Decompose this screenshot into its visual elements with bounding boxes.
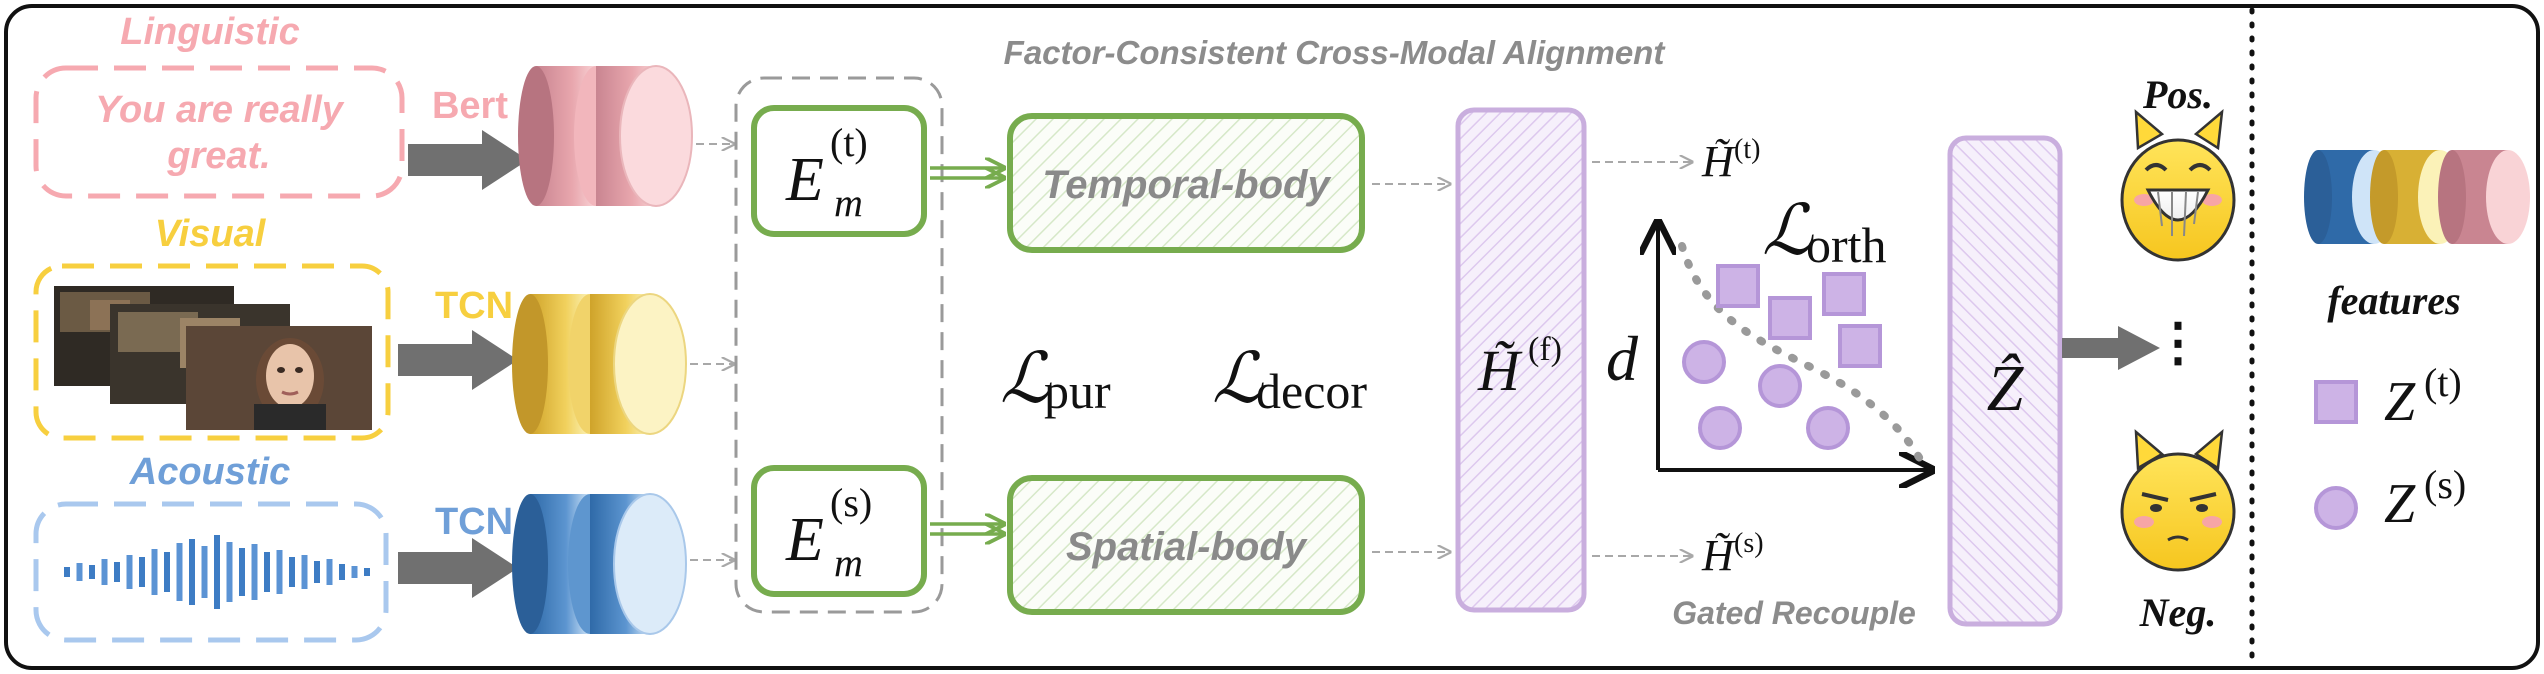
decor-loss-symbol: ℒ [1212,341,1264,418]
purity-loss-symbol: ℒ [1000,341,1052,418]
acoustic-arrow [398,538,518,598]
plot-axis-label: d [1606,323,1639,394]
h-f-sup: (f) [1528,331,1562,368]
legend-feature-discs [2304,150,2530,244]
legend-temporal-feature: Z (t) [2314,360,2462,433]
temporal-encoder-box [751,105,927,237]
orth-loss-sub: orth [1806,217,1887,273]
visual-branch: Visual TCN [33,213,734,441]
alignment-title: Factor-Consistent Cross-Modal Alignment [1004,34,1667,71]
temporal-encoder: E m (t) [751,105,927,237]
linguistic-text-line2: great. [166,135,270,177]
visual-title: Visual [155,213,267,255]
temporal-double-arrow [930,168,1004,178]
recoupled-representation: Ẑ [1947,135,2063,627]
decor-loss-sub: decor [1256,363,1367,419]
spatial-body: Spatial-body [1007,475,1365,615]
legend-z-s-sup: (s) [2424,462,2466,507]
temporal-encoder-sub: m [834,180,863,225]
video-frames-image [54,286,372,430]
legend-z-t-symbol: Z [2384,371,2416,433]
negative-emoji-icon [2120,429,2236,572]
linguistic-arrow [408,130,528,190]
linguistic-title: Linguistic [120,11,299,53]
tcn-acoustic-label: TCN [435,501,513,543]
output-arrow [2062,326,2160,370]
h-f-symbol: H̃ [1477,338,1523,403]
bert-encoder-disc [518,65,693,207]
spatial-body-label: Spatial-body [1066,525,1308,569]
spatial-double-arrow [930,524,1004,534]
temporal-encoder-symbol: E [785,146,824,214]
purity-loss: ℒ pur [1000,341,1111,419]
plot-temporal-squares [1716,264,1882,368]
pos-label: Pos. [2142,72,2213,117]
recoupled-representation-bar [1947,135,2063,627]
legend-spatial-feature: Z (s) [2314,462,2466,535]
fused-representation: H̃ (f) [1455,107,1587,613]
legend-square-marker [2314,380,2358,424]
tcn-acoustic-encoder-disc [512,493,687,635]
plot-spatial-circles [1682,340,1850,450]
spatial-encoder: E m (s) [751,465,927,597]
neg-label: Neg. [2139,590,2217,635]
temporal-body: Temporal-body [1007,113,1365,253]
legend-z-t-sup: (t) [2424,360,2462,405]
linguistic-input-box [33,65,405,199]
tcn-visual-encoder-disc [512,293,687,435]
z-hat-symbol: Ẑ [1987,352,2025,425]
decorrelation-loss: ℒ decor [1212,341,1367,419]
h-spatial: H̃ (s) [1701,528,1764,580]
legend-z-s-symbol: Z [2384,473,2416,535]
linguistic-text-line1: You are really [95,89,345,131]
spatial-encoder-sub: m [834,540,863,585]
spatial-encoder-sup: (s) [830,480,872,525]
acoustic-title: Acoustic [129,451,290,493]
purity-loss-sub: pur [1044,363,1111,419]
visual-arrow [398,330,518,390]
h-t-symbol: H̃ [1701,137,1736,186]
waveform-icon [64,535,370,609]
linguistic-branch: Linguistic You are really great. Bert [33,11,734,207]
tcn-visual-label: TCN [435,285,513,327]
orthogonality-plot: d ℒ orth [1606,193,1928,470]
temporal-body-label: Temporal-body [1042,163,1331,207]
spatial-encoder-box [751,465,927,597]
h-t-sup: (t) [1734,134,1760,165]
factor-encoder-group [734,76,944,614]
orth-loss-symbol: ℒ [1762,193,1814,270]
orth-loss: ℒ orth [1762,193,1887,273]
gated-recouple-label: Gated Recouple [1672,595,1916,631]
plot-decision-boundary [1678,242,1928,470]
spatial-encoder-symbol: E [785,506,824,574]
spatial-body-box [1007,475,1365,615]
legend-circle-marker [2314,486,2358,530]
bert-label: Bert [432,85,508,127]
h-s-sup: (s) [1734,528,1764,559]
positive-emoji-icon [2120,109,2236,262]
ellipsis-dots: ⋮ [2152,315,2204,372]
h-temporal: H̃ (t) [1701,134,1760,186]
temporal-encoder-sup: (t) [830,120,868,165]
h-s-symbol: H̃ [1701,531,1736,580]
acoustic-branch: Acoustic TCN [33,451,734,643]
acoustic-input-box [33,501,389,643]
fused-representation-bar [1455,107,1587,613]
legend-title: features [2327,278,2460,323]
temporal-body-box [1007,113,1365,253]
